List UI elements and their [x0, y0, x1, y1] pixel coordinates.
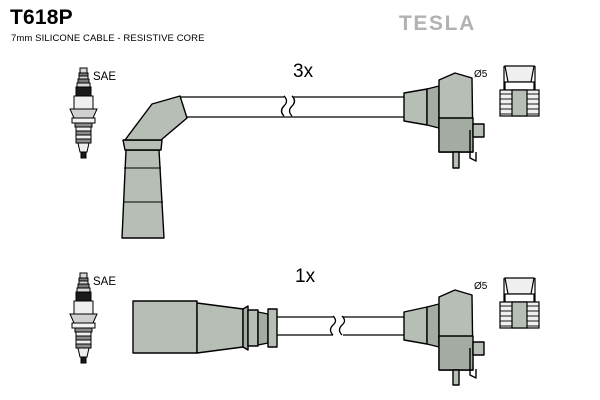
assembly-lower — [69, 272, 540, 386]
spark-plug-boot-straight — [132, 300, 278, 354]
assembly-upper — [69, 65, 540, 239]
part-subtitle: 7mm SILICONE CABLE - RESISTIVE CORE — [11, 33, 205, 44]
distributor-connector-upper — [403, 72, 485, 169]
sae-label-upper: SAE — [93, 71, 117, 83]
threaded-terminal-section-lower — [499, 277, 540, 329]
spark-plug-boot-angled — [121, 95, 188, 239]
quantity-label-upper: 3x — [293, 61, 314, 82]
quantity-label-lower: 1x — [295, 266, 316, 287]
sae-label-lower: SAE — [93, 276, 117, 288]
page-title: T618P — [10, 6, 73, 29]
distributor-connector-lower — [403, 289, 485, 386]
diameter-label-lower: Ø5 — [474, 281, 488, 292]
threaded-terminal-section-upper — [499, 65, 540, 117]
diameter-label-upper: Ø5 — [474, 69, 488, 80]
cable-break-symbol-upper — [280, 95, 296, 117]
spark-plug-upper — [69, 67, 98, 159]
spark-plug-lower — [69, 272, 98, 364]
brand-logo: TESLA — [399, 12, 476, 35]
cable-break-symbol-lower — [329, 315, 346, 336]
